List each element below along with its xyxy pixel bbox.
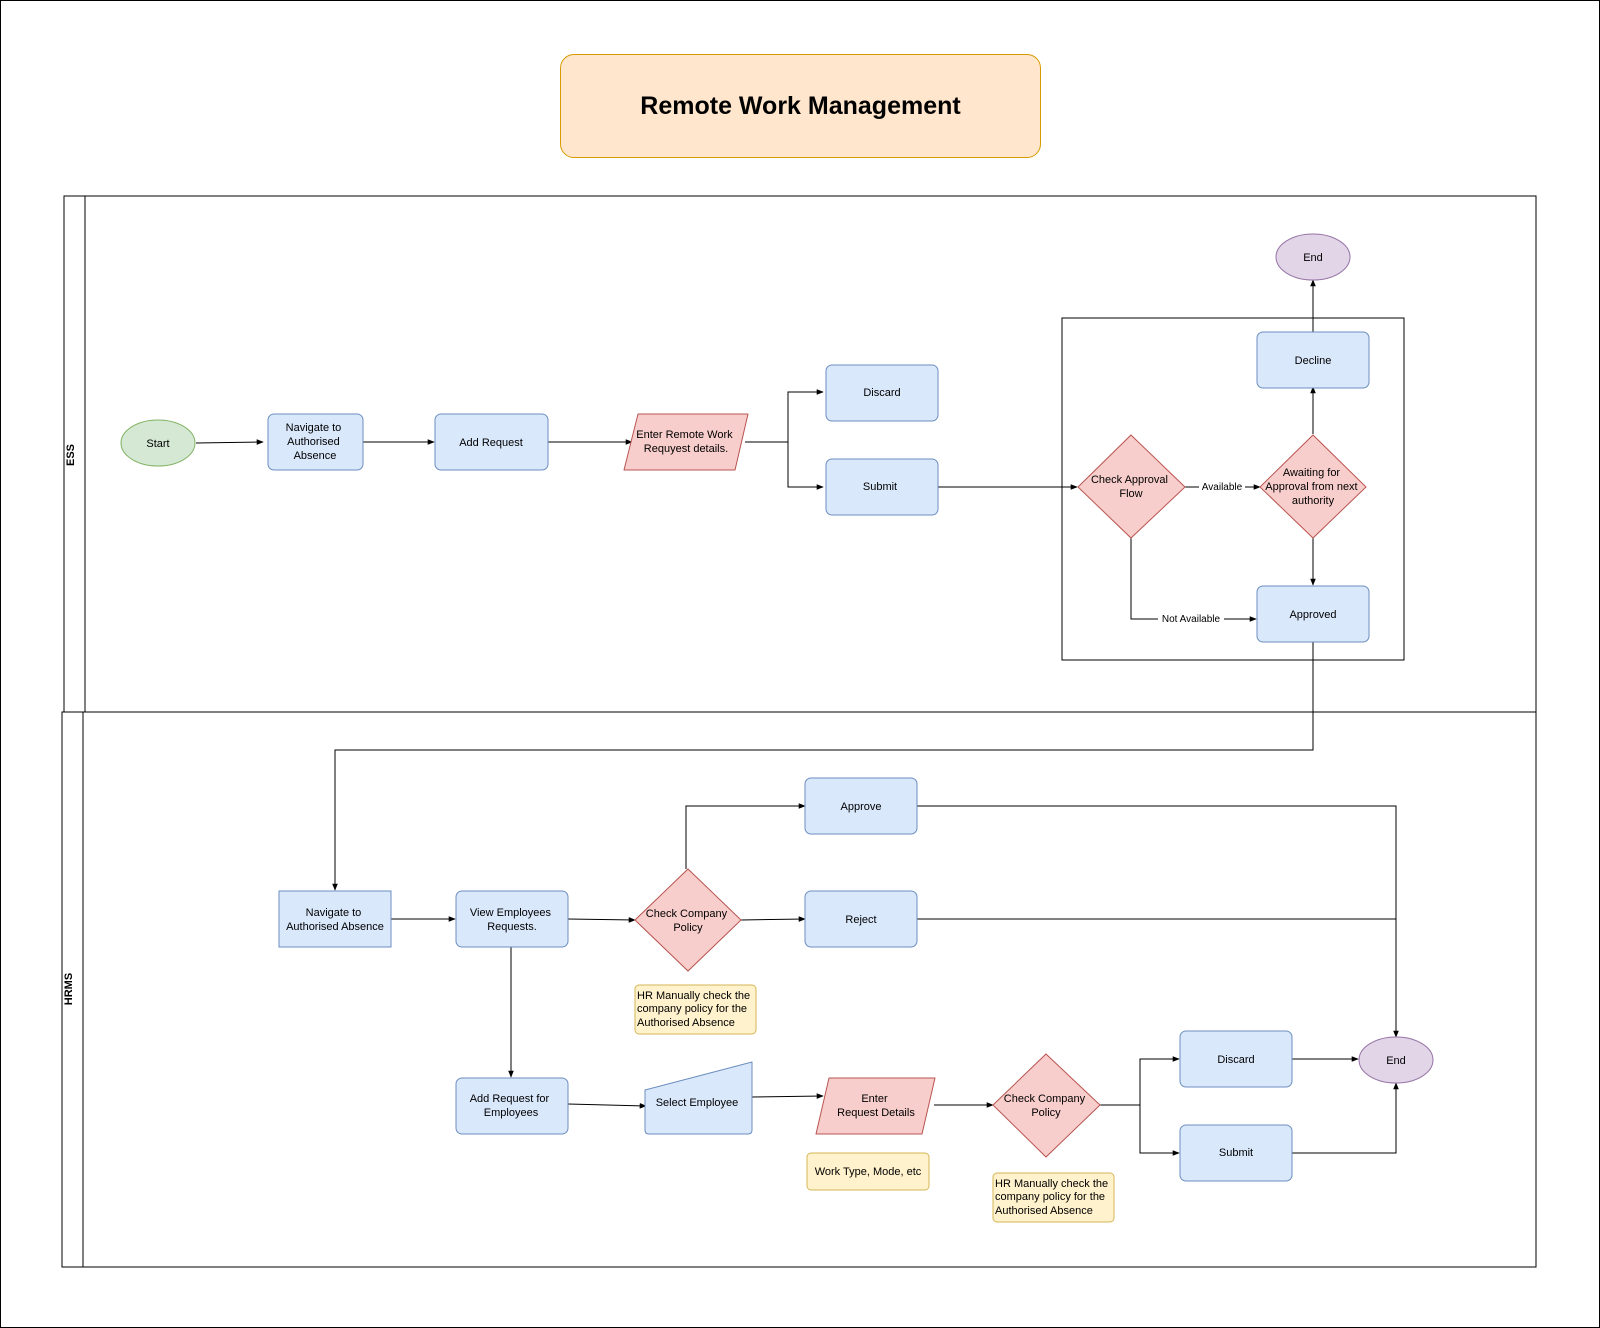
ess-navigate-line1: Navigate to <box>286 422 342 434</box>
ess-approved-process: Approved <box>1256 585 1370 643</box>
hrms-end-label: End <box>1386 1055 1406 1067</box>
ess-available-edge-label: Available <box>1199 480 1245 494</box>
svg-text:HR Manually check the: HR Manually check the company policy for… <box>637 990 753 1029</box>
ess-enter-details-line2: Requyest details. <box>644 443 728 455</box>
hrms-note-line1: HR Manually check the <box>637 990 750 1002</box>
svg-text:Check Approval Flow: Check Approval Flow <box>1091 474 1171 500</box>
not-available-label: Not Available <box>1162 614 1221 625</box>
ess-not-available-edge-label: Not Available <box>1158 612 1224 626</box>
ess-end: End <box>1275 233 1351 281</box>
ess-enter-details-input: Enter Remote Work Requyest details. <box>623 413 749 471</box>
hrms-note2-line1: HR Manually check the <box>995 1178 1108 1190</box>
hrms-policy2-note: HR Manually check the company policy for… <box>992 1172 1115 1223</box>
hrms-worktype-note: Work Type, Mode, etc <box>806 1152 930 1191</box>
ess-submit-label: Submit <box>863 481 897 493</box>
hrms-submit-process: Submit <box>1179 1124 1293 1182</box>
svg-text:Enter Request Details: Enter Request Details <box>837 1093 915 1119</box>
ess-navigate-line3: Absence <box>294 450 337 462</box>
hrms-submit-label: Submit <box>1219 1147 1253 1159</box>
hrms-navigate-line1: Navigate to <box>306 907 362 919</box>
hrms-enter-details-input: Enter Request Details <box>815 1077 936 1135</box>
ess-check-approval-flow-decision: Check Approval Flow <box>1077 434 1186 539</box>
hrms-view-requests-process: View Employees Requests. <box>455 890 569 948</box>
hrms-enter-line1: Enter <box>861 1093 888 1105</box>
ess-navigate-line2: Authorised <box>287 436 340 448</box>
svg-text:Navigate to Authorised: Navigate to Authorised Absence <box>286 907 384 933</box>
start-label: Start <box>146 438 169 450</box>
ess-awaiting-line2: Approval from next <box>1265 481 1357 493</box>
hrms-discard-label: Discard <box>1217 1054 1254 1066</box>
hrms-check-policy-decision: Check Company Policy <box>634 868 742 972</box>
hrms-policy-note: HR Manually check the company policy for… <box>634 984 757 1035</box>
ess-add-request-process: Add Request <box>434 413 549 471</box>
lane-label-ess: ESS <box>65 444 77 466</box>
ess-enter-details-line1: Enter Remote Work <box>636 429 733 441</box>
hrms-end: End <box>1358 1036 1434 1084</box>
lane-label-hrms: HRMS <box>63 973 75 1005</box>
ess-start: Start <box>120 419 196 467</box>
hrms-connectors <box>391 803 1399 1156</box>
svg-text:HR Manually check the: HR Manually check the company policy for… <box>995 1178 1111 1217</box>
hrms-note2-line3: Authorised Absence <box>995 1205 1093 1217</box>
svg-text:Add Request for Employ: Add Request for Employees <box>470 1093 553 1119</box>
available-label: Available <box>1202 482 1243 493</box>
ess-discard-process: Discard <box>825 364 939 422</box>
hrms-select-employee-manual-input: Select Employee <box>644 1061 753 1135</box>
svg-text:View Employees Request: View Employees Requests. <box>470 907 554 933</box>
hrms-reject-label: Reject <box>845 914 876 926</box>
hrms-check-policy2-line1: Check Company <box>1004 1093 1086 1105</box>
ess-awaiting-approval-decision: Awaiting for Approval from next authorit… <box>1259 434 1367 539</box>
hrms-check-policy2-line2: Policy <box>1031 1107 1061 1119</box>
ess-awaiting-line3: authority <box>1292 495 1335 507</box>
diagram-title: Remote Work Management <box>560 54 1041 158</box>
hrms-view-line1: View Employees <box>470 907 552 919</box>
hrms-approve-label: Approve <box>841 801 882 813</box>
hrms-navigate-process: Navigate to Authorised Absence <box>278 890 392 948</box>
hrms-add-line1: Add Request for <box>470 1093 550 1105</box>
hrms-add-line2: Employees <box>484 1107 539 1119</box>
ess-approved-label: Approved <box>1289 609 1336 621</box>
hrms-discard-process: Discard <box>1179 1030 1293 1088</box>
hrms-navigate-line2: Authorised Absence <box>286 921 384 933</box>
svg-text:Navigate to Authorised: Navigate to Authorised Absence <box>286 422 345 462</box>
hrms-view-line2: Requests. <box>487 921 537 933</box>
hrms-check-policy-line1: Check Company <box>646 908 728 920</box>
ess-decline-label: Decline <box>1295 355 1332 367</box>
ess-navigate-process: Navigate to Authorised Absence <box>267 413 364 471</box>
hrms-check-policy-line2: Policy <box>673 922 703 934</box>
svg-text:Check Company Policy: Check Company Policy <box>1004 1093 1088 1119</box>
hrms-note-line2: company policy for the <box>637 1003 747 1015</box>
hrms-check-policy2-decision: Check Company Policy <box>992 1053 1101 1158</box>
svg-text:Enter Remote Work Requ: Enter Remote Work Requyest details. <box>636 429 735 455</box>
svg-text:Check Company Policy: Check Company Policy <box>646 908 730 934</box>
hrms-note-line3: Authorised Absence <box>637 1017 735 1029</box>
hrms-note2-line2: company policy for the <box>995 1191 1105 1203</box>
ess-end-label: End <box>1303 252 1323 264</box>
hrms-reject-process: Reject <box>804 890 918 948</box>
hrms-select-employee-label: Select Employee <box>656 1097 739 1109</box>
hrms-enter-line2: Request Details <box>837 1107 915 1119</box>
hrms-approve-process: Approve <box>804 777 918 835</box>
ess-submit-process: Submit <box>825 458 939 516</box>
approval-group-frame <box>1061 317 1405 661</box>
ess-connectors <box>195 279 1316 891</box>
ess-add-request-label: Add Request <box>459 437 523 449</box>
ess-check-flow-line2: Flow <box>1119 488 1142 500</box>
ess-check-flow-line1: Check Approval <box>1091 474 1168 486</box>
swimlane-hrms: HRMS <box>61 711 1537 1268</box>
svg-text:Awaiting for Approval: Awaiting for Approval from next authorit… <box>1265 467 1360 507</box>
ess-awaiting-line1: Awaiting for <box>1283 467 1341 479</box>
ess-discard-label: Discard <box>863 387 900 399</box>
ess-decline-process: Decline <box>1256 331 1370 389</box>
hrms-worktype-label: Work Type, Mode, etc <box>815 1166 922 1178</box>
hrms-add-for-employees-process: Add Request for Employees <box>455 1077 569 1135</box>
